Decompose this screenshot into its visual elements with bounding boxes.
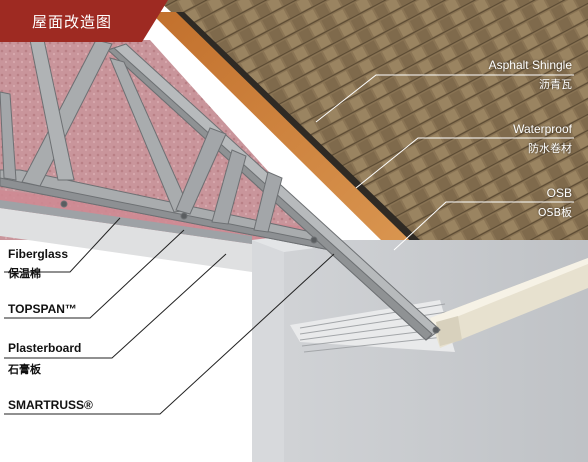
leader-lines-left [4, 217, 335, 415]
title-banner: 屋面改造图 [0, 0, 168, 42]
exterior-wall-corner [252, 240, 284, 462]
label-waterproof-en: Waterproof [513, 122, 572, 136]
label-asphalt-shingle: Asphalt Shingle 沥青瓦 [489, 58, 572, 92]
label-smartruss: SMARTRUSS® [8, 398, 93, 412]
exterior-wall-front [252, 240, 588, 462]
label-osb-zh: OSB板 [537, 206, 572, 219]
steel-truss [0, 39, 441, 341]
ceiling-topspan [0, 200, 252, 244]
label-osb-en: OSB [546, 186, 572, 200]
label-waterproof: Waterproof 防水卷材 [513, 122, 572, 156]
label-asphalt-shingle-en: Asphalt Shingle [488, 58, 572, 72]
label-plasterboard-zh: 石膏板 [8, 363, 41, 376]
label-smartruss-en: SMARTRUSS® [8, 398, 93, 412]
leader-lines-right [315, 74, 574, 251]
label-fiberglass-en: Fiberglass [8, 247, 69, 261]
label-topspan: TOPSPAN™ [8, 302, 77, 316]
ceiling-plasterboard [0, 208, 252, 272]
title-banner-shape [0, 0, 168, 42]
label-topspan-en: TOPSPAN™ [8, 302, 77, 316]
label-fiberglass: Fiberglass 保温棉 [8, 247, 68, 281]
page-title: 屋面改造图 [32, 13, 113, 31]
label-plasterboard-en: Plasterboard [8, 341, 82, 355]
label-waterproof-zh: 防水卷材 [528, 142, 572, 155]
label-asphalt-shingle-zh: 沥青瓦 [539, 78, 572, 91]
gutter [430, 258, 588, 348]
label-osb: OSB OSB板 [538, 186, 572, 220]
waterproof-layer-edge [176, 12, 482, 305]
label-fiberglass-zh: 保温棉 [8, 267, 41, 280]
label-plasterboard: Plasterboard 石膏板 [8, 341, 81, 377]
